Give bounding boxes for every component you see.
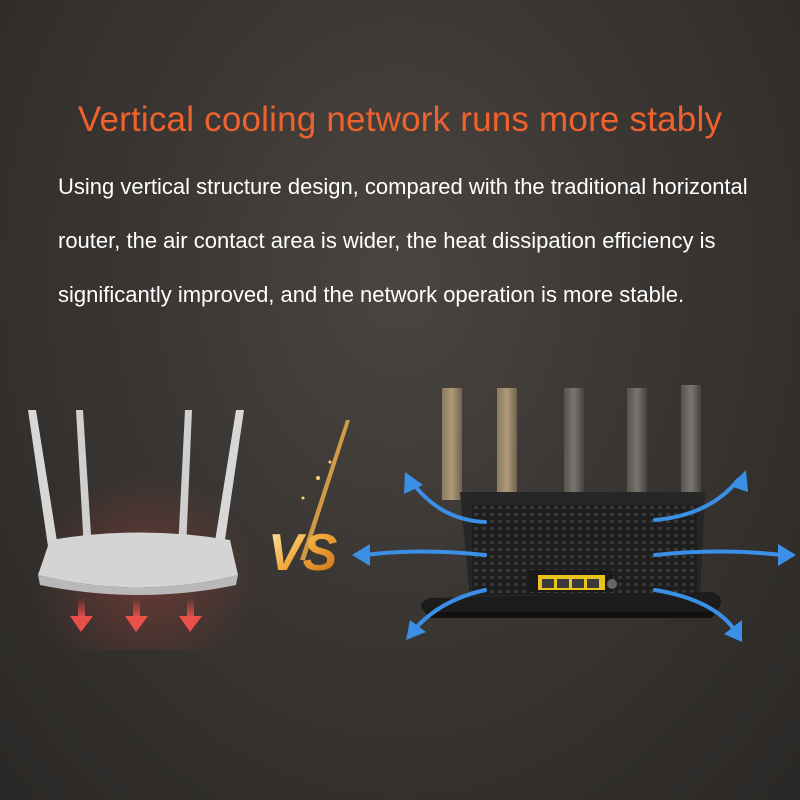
description-text: Using vertical structure design, compare… bbox=[58, 174, 748, 307]
horizontal-router-icon bbox=[28, 410, 244, 595]
vs-label: VS bbox=[268, 524, 338, 582]
heat-arrow-icon bbox=[70, 598, 202, 632]
page-title: Vertical cooling network runs more stabl… bbox=[77, 100, 723, 139]
airflow-arrow-heads bbox=[352, 470, 796, 642]
vertical-router-icon bbox=[421, 385, 722, 618]
vs-badge: VS bbox=[268, 420, 350, 582]
